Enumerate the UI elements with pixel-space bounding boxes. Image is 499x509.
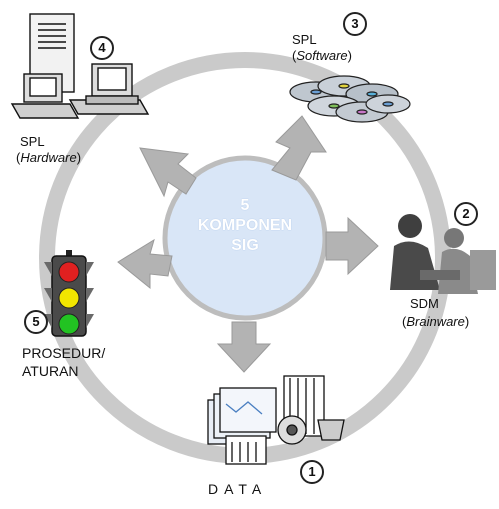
center-circle bbox=[162, 155, 328, 321]
component-3-number: 3 bbox=[343, 12, 367, 36]
people-icon bbox=[390, 214, 496, 294]
component-3-sublabel: (Software) bbox=[292, 48, 352, 63]
component-4-sublabel: (Hardware) bbox=[16, 150, 82, 165]
cd-discs-icon bbox=[289, 75, 411, 123]
component-5-number: 5 bbox=[24, 310, 48, 334]
computer-hardware-icon bbox=[10, 13, 150, 119]
arrow-to-software bbox=[271, 115, 327, 181]
component-4-number: 4 bbox=[90, 36, 114, 60]
component-2-number: 2 bbox=[454, 202, 478, 226]
component-5-label2: ATURAN bbox=[22, 363, 79, 379]
center-title-main: KOMPONEN bbox=[197, 217, 293, 234]
component-4-sublabel-text: Hardware bbox=[20, 150, 77, 165]
component-2-sublabel: (Brainware) bbox=[402, 314, 470, 329]
component-5-label: PROSEDUR/ bbox=[22, 345, 106, 361]
component-1-label: DATA bbox=[208, 481, 268, 497]
component-1-number: 1 bbox=[300, 460, 324, 484]
component-3-label: SPL bbox=[292, 32, 317, 47]
arrow-to-hardware bbox=[139, 147, 197, 198]
component-2-sublabel-text: Brainware bbox=[406, 314, 465, 329]
component-4-label: SPL bbox=[20, 134, 45, 149]
arrow-to-brainware bbox=[325, 216, 379, 276]
component-2-label: SDM bbox=[410, 296, 439, 311]
arrow-to-prosedur bbox=[117, 238, 173, 290]
data-files-icon bbox=[207, 375, 345, 465]
component-3-sublabel-text: Software bbox=[296, 48, 348, 63]
arrow-to-data bbox=[216, 321, 272, 373]
center-title-sub: SIG bbox=[231, 237, 259, 254]
center-title: 5 KOMPONEN SIG bbox=[170, 196, 320, 256]
traffic-light-icon bbox=[44, 250, 94, 337]
center-title-number: 5 bbox=[240, 197, 250, 214]
